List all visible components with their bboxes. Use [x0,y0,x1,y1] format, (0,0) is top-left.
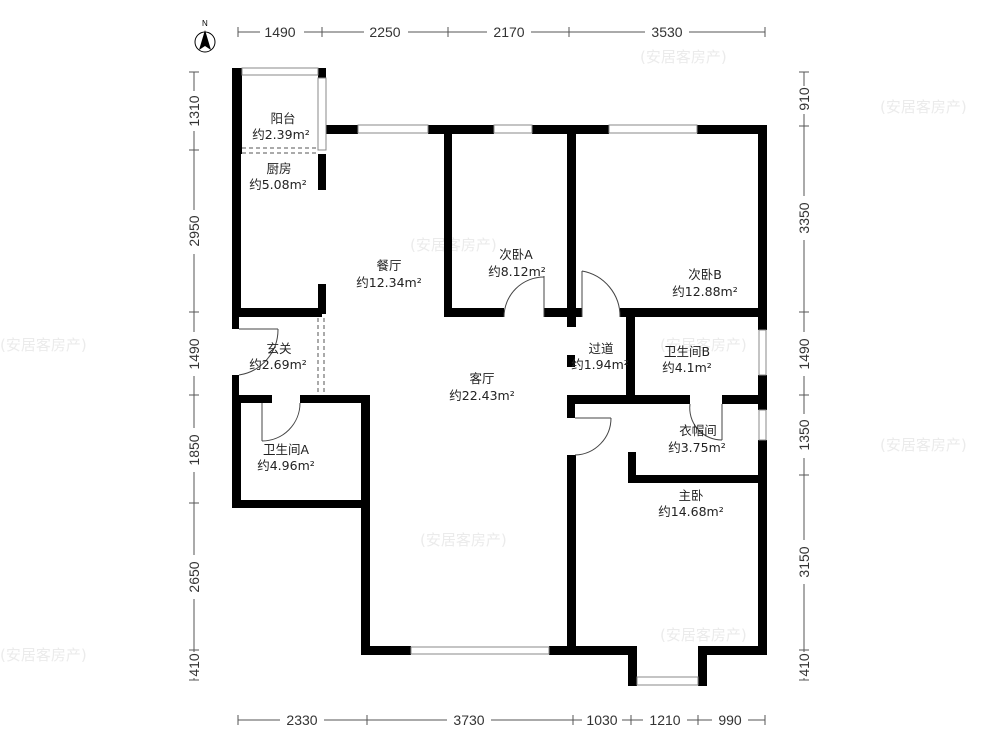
room-closet-area: 约3.75m² [668,440,726,455]
watermark-5: (安居客房产) [660,336,747,354]
windows [241,67,767,686]
room-kitchen-area: 约5.08m² [249,177,307,192]
room-living-area: 约22.43m² [449,388,514,403]
room-closet-name: 衣帽间 [679,423,717,438]
dim-bottom-4: 1210 [649,712,680,728]
dim-right-2: 3350 [796,202,812,233]
room-master-bedroom-name: 主卧 [678,488,703,503]
room-bedroom-a-name: 次卧A [499,247,533,262]
room-bedroom-b-name: 次卧B [688,267,722,282]
watermarks: (安居客房产) (安居客房产) (安居客房产) (安居客房产) (安居客房产) … [0,48,967,664]
room-master-bedroom-area: 约14.68m² [658,504,723,519]
dim-top-2: 2250 [369,24,400,40]
dim-right-1: 910 [796,87,812,111]
walls [232,68,767,686]
watermark-9: (安居客房产) [660,626,747,644]
dim-top-4: 3530 [651,24,682,40]
dim-left-1: 1310 [186,95,202,126]
dim-right-5: 3150 [796,546,812,577]
room-balcony-name: 阳台 [270,111,295,126]
room-living-name: 客厅 [469,371,494,386]
watermark-1: (安居客房产) [640,48,727,66]
room-bedroom-a-area: 约8.12m² [488,264,546,279]
room-dining-name: 餐厅 [376,258,401,273]
watermark-6: (安居客房产) [880,436,967,454]
room-entrance-name: 玄关 [266,341,291,356]
watermark-7: (安居客房产) [420,531,507,549]
dim-left-4: 1850 [186,434,202,465]
watermark-8: (安居客房产) [0,646,87,664]
dim-bottom-2: 3730 [453,712,484,728]
dim-bottom-1: 2330 [286,712,317,728]
room-bathroom-a-name: 卫生间A [263,442,310,457]
dim-bottom-5: 990 [718,712,742,728]
room-dining-area: 约12.34m² [356,275,421,290]
watermark-3: (安居客房产) [410,236,497,254]
room-labels: 阳台 约2.39m² 厨房 约5.08m² 餐厅 约12.34m² 次卧A 约8… [249,111,738,519]
dim-top-3: 2170 [493,24,524,40]
doors [238,270,723,456]
room-balcony-area: 约2.39m² [252,127,310,142]
dashed-separators [242,147,325,395]
watermark-2: (安居客房产) [880,98,967,116]
dim-left-3: 1490 [186,338,202,369]
room-bedroom-b-area: 约12.88m² [672,284,737,299]
dim-top-1: 1490 [264,24,295,40]
room-kitchen-name: 厨房 [266,161,291,176]
room-entrance-area: 约2.69m² [249,357,307,372]
room-corridor-name: 过道 [588,341,614,356]
dim-left-2: 2950 [186,215,202,246]
dim-left-6: 410 [186,653,202,677]
room-bathroom-b-area: 约4.1m² [662,360,712,375]
room-bathroom-b-name: 卫生间B [664,344,710,359]
dim-bottom-3: 1030 [586,712,617,728]
room-bathroom-a-area: 约4.96m² [257,458,315,473]
north-label: N [202,19,208,28]
dim-right-6: 410 [796,653,812,677]
north-compass-icon: N [194,19,216,53]
dim-left-5: 2650 [186,561,202,592]
dim-right-4: 1350 [796,419,812,450]
watermark-4: (安居客房产) [0,336,87,354]
room-corridor-area: 约1.94m² [571,357,629,372]
dim-right-3: 1490 [796,338,812,369]
